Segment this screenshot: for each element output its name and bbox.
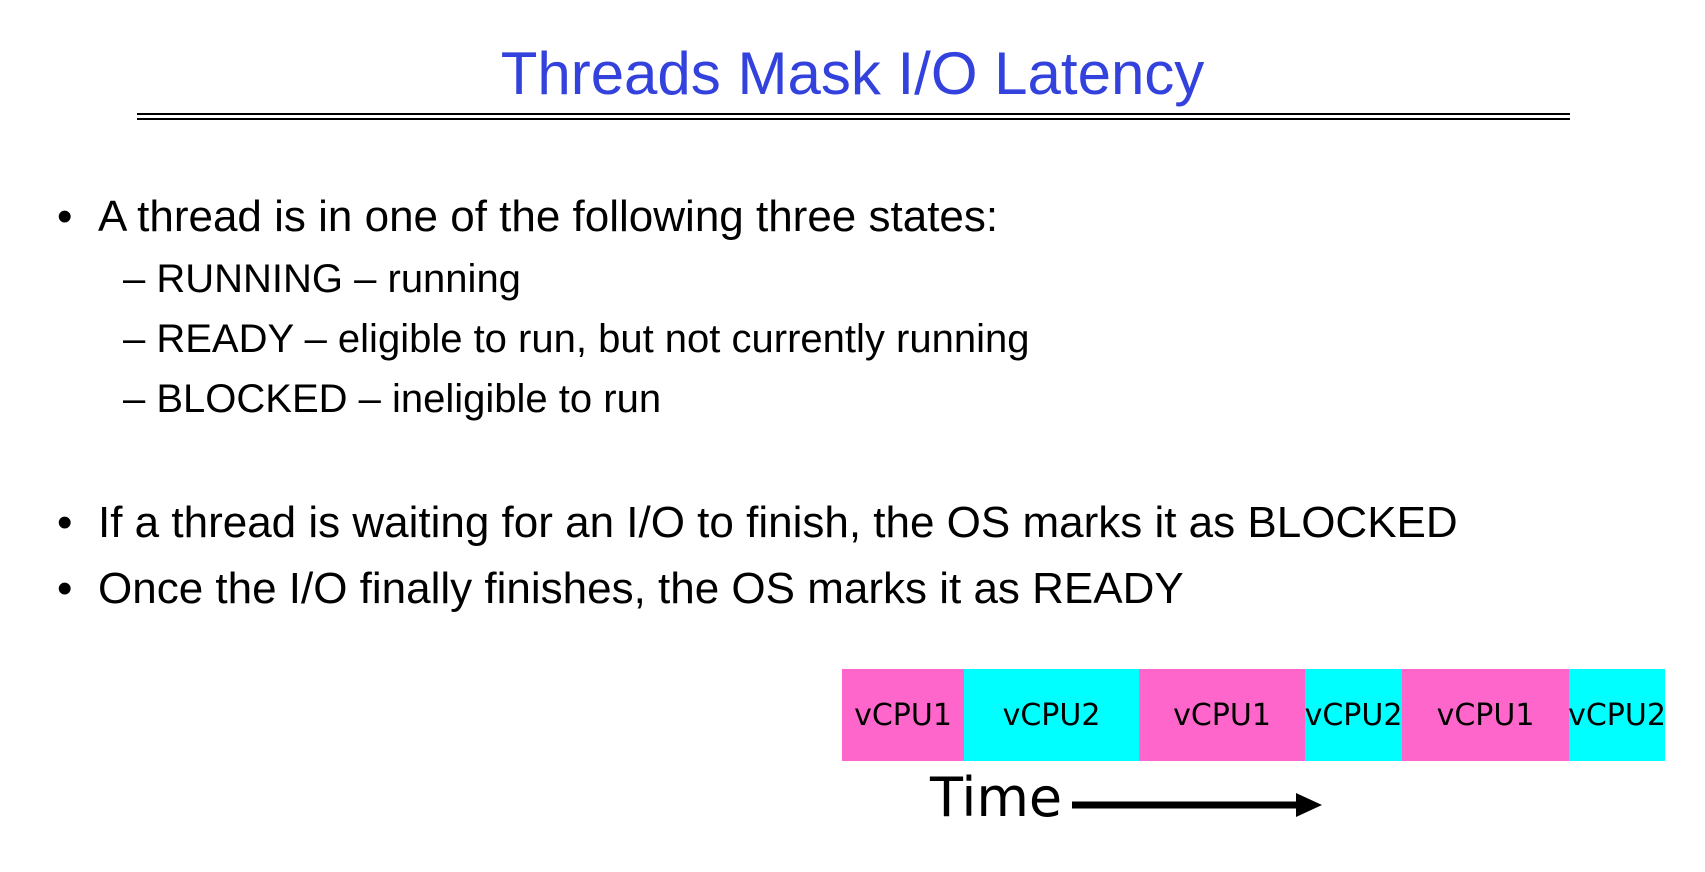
bullet-text: If a thread is waiting for an I/O to fin…: [98, 498, 1458, 547]
timeline-segment-vcpu2: vCPU2: [1569, 669, 1665, 761]
timeline-segment-vcpu2: vCPU2: [1305, 669, 1402, 761]
vcpu-timeline: vCPU1 vCPU2 vCPU1 vCPU2 vCPU1 vCPU2: [842, 669, 1665, 761]
segment-label: vCPU1: [1173, 697, 1271, 733]
segment-label: vCPU2: [1002, 697, 1101, 733]
bullet-marker: •: [57, 564, 73, 613]
segment-label: vCPU2: [1305, 697, 1402, 733]
right-arrow-icon: [1072, 793, 1322, 817]
timeline-segment-vcpu1: vCPU1: [1139, 669, 1305, 761]
bullet-text: Once the I/O finally finishes, the OS ma…: [98, 564, 1184, 613]
segment-label: vCPU1: [1436, 697, 1535, 733]
bullet-marker: •: [57, 498, 73, 547]
title-divider-bottom: [137, 118, 1570, 120]
time-axis-label: Time: [930, 766, 1063, 829]
title-divider-top: [137, 113, 1570, 115]
timeline-segment-vcpu1: vCPU1: [842, 669, 964, 761]
slide-title: Threads Mask I/O Latency: [500, 40, 1205, 107]
sub-item-ready: – READY – eligible to run, but not curre…: [123, 317, 1030, 361]
sub-item-running: – RUNNING – running: [123, 257, 521, 301]
timeline-segment-vcpu1: vCPU1: [1402, 669, 1569, 761]
timeline-segment-vcpu2: vCPU2: [964, 669, 1139, 761]
bullet-text: A thread is in one of the following thre…: [98, 192, 999, 241]
segment-label: vCPU1: [854, 697, 952, 733]
bullet-marker: •: [57, 192, 73, 241]
segment-label: vCPU2: [1569, 697, 1665, 733]
sub-item-blocked: – BLOCKED – ineligible to run: [123, 377, 662, 421]
